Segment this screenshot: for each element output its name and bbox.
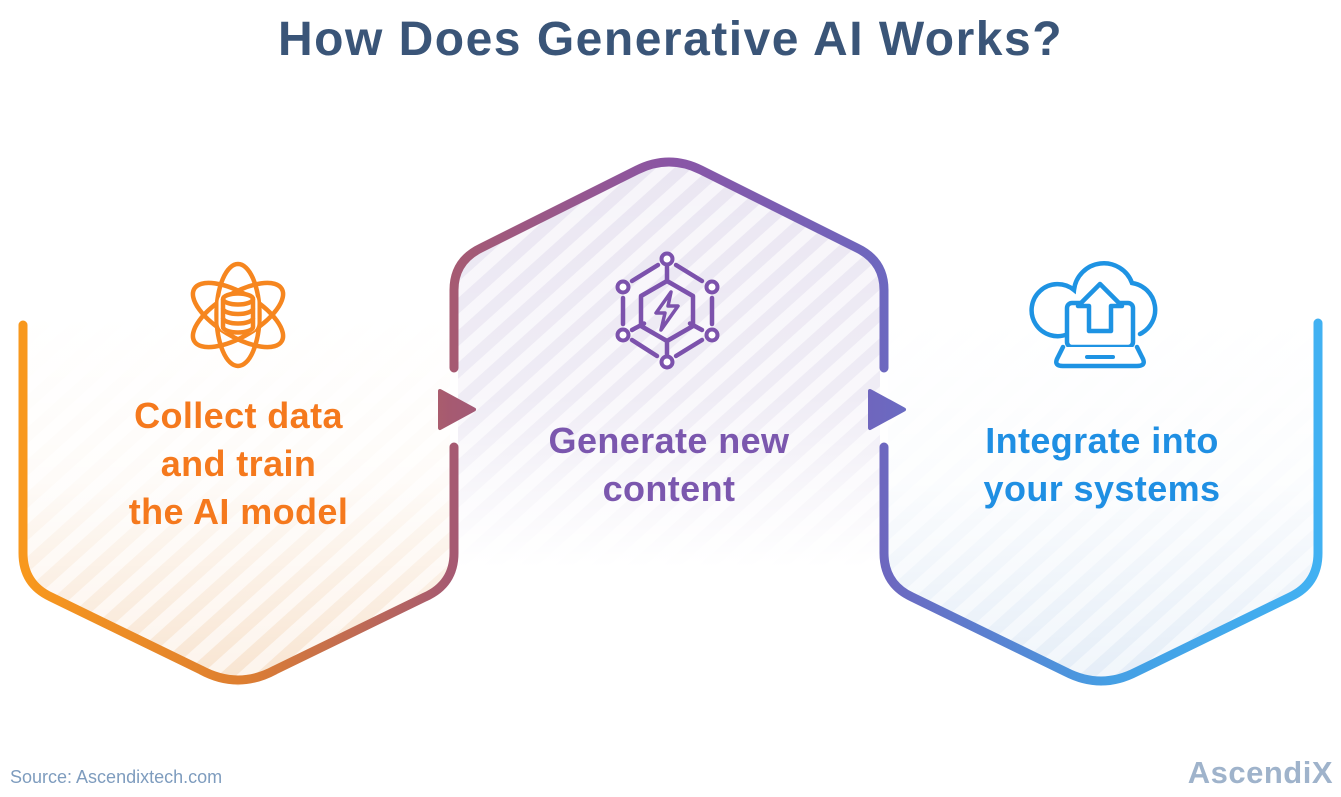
- step3-label-line: Integrate into: [985, 420, 1219, 461]
- cloud-upload-icon: [1029, 261, 1158, 369]
- page-title: How Does Generative AI Works?: [277, 13, 1064, 66]
- step1-label: Collect data and train the AI model: [23, 392, 454, 536]
- atom-data-icon: [190, 261, 286, 369]
- step3-hexagon-outline: [879, 318, 1323, 686]
- step2-hexagon-fill: [458, 158, 880, 640]
- arrow-step2-to-step3-icon: [868, 389, 906, 430]
- ai-network-icon: [615, 251, 720, 370]
- source-label: Source:: [10, 767, 73, 787]
- brand-logo: AscendiX: [1187, 755, 1333, 790]
- step1-hexagon-fill: [27, 315, 450, 686]
- step2-label: Generate new content: [454, 417, 884, 513]
- step1-label-line: Collect data: [134, 395, 343, 436]
- step3-label: Integrate into your systems: [886, 417, 1318, 513]
- step3-label-line: your systems: [983, 468, 1221, 509]
- arrow-step1-to-step2-icon: [438, 389, 476, 430]
- step2-hexagon-outline: [449, 157, 889, 373]
- source-attribution: Source:Ascendixtech.com: [10, 767, 226, 788]
- source-url: Ascendixtech.com: [76, 767, 223, 787]
- step1-hexagon-outline: [18, 320, 459, 685]
- step3-hexagon-fill: [888, 315, 1314, 686]
- step2-label-line: content: [602, 468, 736, 509]
- step2-label-line: Generate new: [548, 420, 790, 461]
- step1-label-line: the AI model: [128, 491, 349, 532]
- step1-label-line: and train: [160, 443, 317, 484]
